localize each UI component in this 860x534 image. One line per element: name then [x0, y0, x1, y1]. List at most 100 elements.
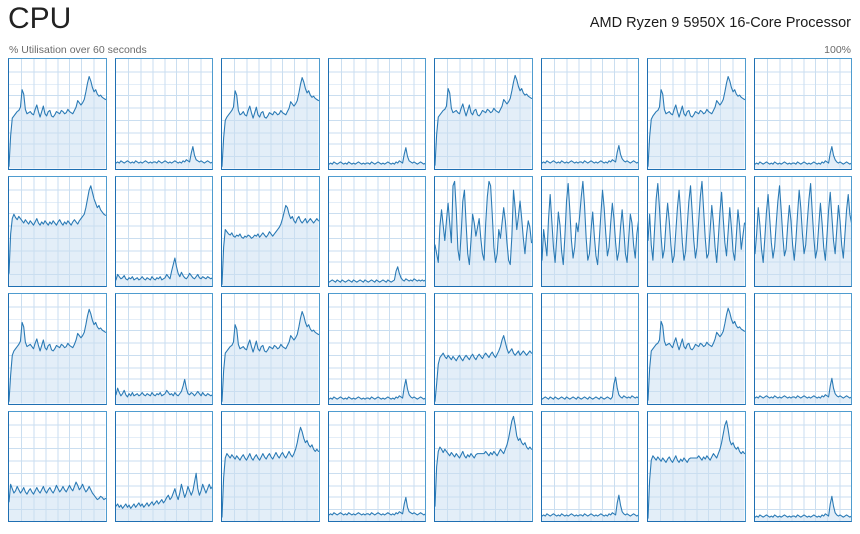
- cpu-graph-line-17: [115, 378, 212, 398]
- cpu-graph-canvas-29: [541, 411, 638, 521]
- cpu-graph-canvas-16: [9, 294, 106, 404]
- cpu-graph-line-11: [328, 265, 425, 283]
- cpu-graph-line-7: [754, 146, 851, 165]
- cpu-graph-area-18: [222, 311, 319, 404]
- cpu-graph-canvas-12: [435, 176, 532, 286]
- cpu-graph-6[interactable]: [647, 58, 746, 170]
- cpu-graph-27[interactable]: [327, 410, 426, 522]
- cpu-graph-11[interactable]: [327, 175, 426, 287]
- cpu-graph-canvas-5: [541, 59, 638, 169]
- cpu-graph-canvas-13: [541, 176, 638, 286]
- cpu-graph-24[interactable]: [8, 410, 107, 522]
- cpu-graph-1[interactable]: [114, 58, 213, 170]
- cpu-graph-canvas-11: [328, 176, 425, 286]
- cpu-graph-canvas-8: [9, 176, 106, 286]
- cpu-graph-gridlines-filled-29: [541, 494, 638, 521]
- cpu-graph-gridlines-7: [754, 59, 851, 169]
- cpu-graph-22[interactable]: [647, 293, 746, 405]
- cpu-graph-7[interactable]: [753, 58, 852, 170]
- cpu-graph-canvas-9: [115, 176, 212, 286]
- cpu-graph-area-16: [9, 309, 106, 404]
- cpu-graph-canvas-26: [222, 411, 319, 521]
- cpu-graph-canvas-20: [435, 294, 532, 404]
- cpu-graph-canvas-18: [222, 294, 319, 404]
- cpu-graph-26[interactable]: [221, 410, 320, 522]
- cpu-graph-area-31: [754, 495, 851, 521]
- cpu-graph-line-12: [435, 180, 532, 265]
- cpu-graph-line-15: [754, 182, 851, 263]
- cpu-graph-canvas-21: [541, 294, 638, 404]
- cpu-graph-gridlines-filled-19: [328, 379, 425, 404]
- cpu-graph-28[interactable]: [434, 410, 533, 522]
- cpu-graph-area-21: [541, 377, 638, 404]
- cpu-graph-canvas-30: [648, 411, 745, 521]
- cpu-graph-3[interactable]: [327, 58, 426, 170]
- cpu-graph-canvas-6: [648, 59, 745, 169]
- cpu-graph-2[interactable]: [221, 58, 320, 170]
- cpu-graph-31[interactable]: [753, 410, 852, 522]
- cpu-graph-gridlines-21: [541, 294, 638, 404]
- cpu-graph-gridlines-9: [115, 176, 212, 286]
- cpu-graph-canvas-3: [328, 59, 425, 169]
- cpu-graph-gridlines-filled-31: [754, 495, 851, 521]
- cpu-graph-line-28: [435, 415, 532, 507]
- cpu-graph-canvas-14: [648, 176, 745, 286]
- cpu-graph-line-26: [222, 426, 319, 518]
- cpu-graph-gridlines-29: [541, 411, 638, 521]
- cpu-graph-gridlines-1: [115, 59, 212, 169]
- cpu-graph-line-27: [328, 496, 425, 515]
- cpu-graph-canvas-22: [648, 294, 745, 404]
- cpu-graph-area-12: [435, 180, 532, 286]
- cpu-graph-canvas-19: [328, 294, 425, 404]
- cpu-graph-area-28: [435, 415, 532, 521]
- cpu-graph-14[interactable]: [647, 175, 746, 287]
- cpu-graph-line-29: [541, 494, 638, 517]
- cpu-graph-19[interactable]: [327, 293, 426, 405]
- cpu-graph-gridlines-filled-3: [328, 147, 425, 169]
- cpu-graph-canvas-28: [435, 411, 532, 521]
- cpu-graph-canvas-24: [9, 411, 106, 521]
- cpu-graph-gridlines-31: [754, 411, 851, 521]
- cpu-graph-25[interactable]: [114, 410, 213, 522]
- cpu-graph-line-19: [328, 378, 425, 400]
- cpu-graph-line-31: [754, 495, 851, 518]
- axis-label-row: % Utilisation over 60 seconds 100%: [0, 44, 860, 56]
- cpu-graph-0[interactable]: [8, 58, 107, 170]
- cpu-graph-area-6: [648, 76, 745, 169]
- cpu-graph-canvas-7: [754, 59, 851, 169]
- cpu-graph-canvas-27: [328, 411, 425, 521]
- cpu-graph-29[interactable]: [540, 410, 639, 522]
- cpu-graph-line-30: [648, 419, 745, 519]
- cpu-graph-line-20: [435, 335, 532, 402]
- cpu-graph-13[interactable]: [540, 175, 639, 287]
- cpu-graph-18[interactable]: [221, 293, 320, 405]
- cpu-graph-area-7: [754, 146, 851, 169]
- cpu-graph-line-24: [9, 481, 106, 502]
- cpu-graph-line-10: [222, 204, 319, 285]
- cpu-graph-gridlines-17: [115, 294, 212, 404]
- cpu-graph-line-8: [9, 184, 106, 274]
- cpu-graph-line-21: [541, 376, 638, 400]
- cpu-graph-line-14: [648, 180, 745, 263]
- cpu-graph-20[interactable]: [434, 293, 533, 405]
- cpu-model-label: AMD Ryzen 9 5950X 16-Core Processor: [589, 15, 851, 31]
- cpu-graph-17[interactable]: [114, 293, 213, 405]
- cpu-graph-23[interactable]: [753, 293, 852, 405]
- cpu-graph-30[interactable]: [647, 410, 746, 522]
- cpu-graph-4[interactable]: [434, 58, 533, 170]
- cpu-graph-9[interactable]: [114, 175, 213, 287]
- cpu-graph-10[interactable]: [221, 175, 320, 287]
- cpu-graph-21[interactable]: [540, 293, 639, 405]
- cpu-graph-5[interactable]: [540, 58, 639, 170]
- cpu-graph-16[interactable]: [8, 293, 107, 405]
- cpu-graph-15[interactable]: [753, 175, 852, 287]
- cpu-graph-line-13: [541, 180, 638, 265]
- cpu-graph-canvas-25: [115, 411, 212, 521]
- cpu-graph-area-11: [328, 266, 425, 286]
- cpu-graph-gridlines-23: [754, 294, 851, 404]
- cpu-graph-gridlines-19: [328, 294, 425, 404]
- cpu-graph-12[interactable]: [434, 175, 533, 287]
- cpu-graph-line-1: [115, 146, 212, 164]
- cpu-graph-area-14: [648, 180, 745, 286]
- cpu-graph-8[interactable]: [8, 175, 107, 287]
